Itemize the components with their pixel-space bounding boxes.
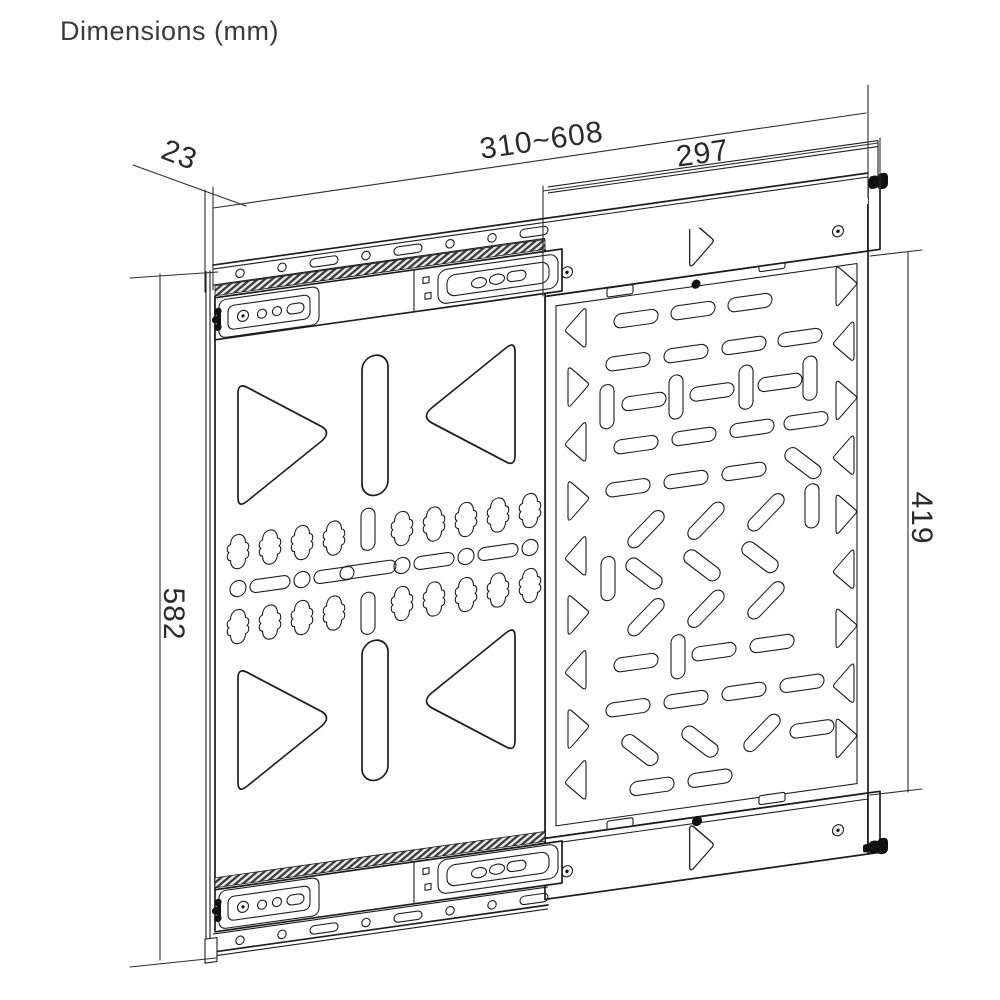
dim-overall-height: 582 <box>129 271 219 968</box>
bottom-slide-rail <box>204 830 563 964</box>
page-title: Dimensions (mm) <box>60 16 279 46</box>
dim-label-overall-height: 582 <box>157 587 190 640</box>
dim-panel-width: 297 <box>542 133 881 297</box>
dim-label-panel-height: 419 <box>905 491 938 544</box>
ball-bearing-track <box>214 238 546 297</box>
panel-screw <box>692 815 702 827</box>
dim-label-extension-range: 310~608 <box>478 115 606 166</box>
dim-label-panel-width: 297 <box>674 133 731 173</box>
panel-screw <box>691 279 701 289</box>
dim-rail-depth: 23 <box>132 133 247 207</box>
top-slide-rail <box>211 172 869 341</box>
perforated-panel <box>544 250 869 840</box>
ball-bearing-track <box>214 830 546 889</box>
vesa-hole-band <box>226 491 542 646</box>
rail-clip <box>211 307 222 332</box>
dim-panel-height: 419 <box>869 249 938 796</box>
rail-clip <box>211 898 222 923</box>
bottom-bar <box>544 790 888 901</box>
mount-assembly <box>204 140 888 964</box>
left-mount-panel <box>214 244 546 891</box>
dim-label-rail-depth: 23 <box>157 133 202 176</box>
